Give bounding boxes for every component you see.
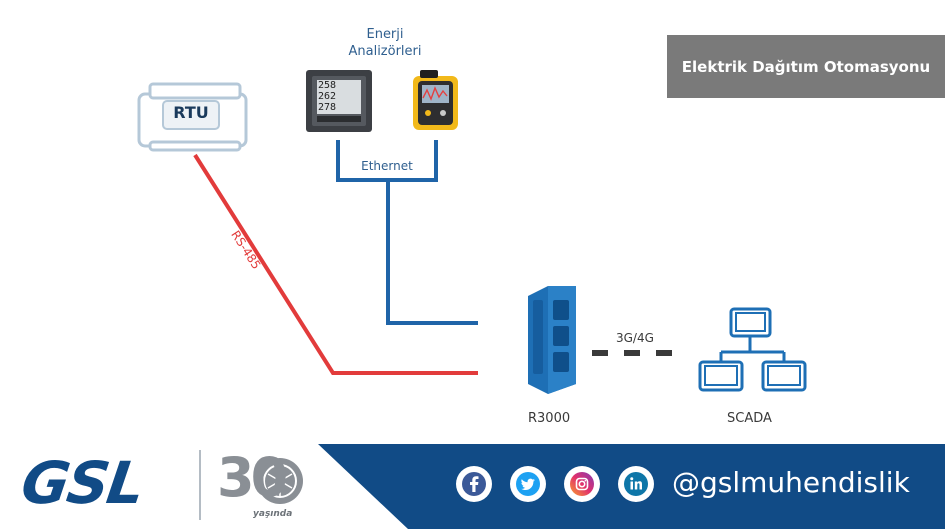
router-r3000 (528, 286, 576, 394)
anniversary-emblem (257, 458, 303, 504)
instagram-icon[interactable] (564, 466, 600, 502)
router-label: R3000 (528, 411, 571, 426)
meter-reading-3: 278 (318, 102, 337, 113)
analyzers-label-line1: Enerji (366, 27, 404, 42)
twitter-icon[interactable] (510, 466, 546, 502)
social-icons (456, 466, 654, 502)
rs485-line (193, 153, 478, 375)
page-title: Elektrik Dağıtım Otomasyonu (667, 35, 945, 98)
handheld-analyzer-device (413, 70, 458, 130)
rtu-label: RTU (173, 103, 209, 122)
ethernet-line-main (386, 180, 478, 325)
social-handle[interactable]: @gslmuhendislik (672, 466, 910, 499)
network-diagram (137, 70, 807, 394)
rtu-device (137, 82, 248, 152)
scada-label: SCADA (727, 411, 772, 426)
meter-reading-1: 258 (318, 80, 337, 91)
page-title-text: Elektrik Dağıtım Otomasyonu (681, 57, 931, 76)
cellular-label: 3G/4G (616, 331, 654, 345)
anniversary-caption: yaşında (253, 509, 293, 519)
anniversary-number: 30 (217, 446, 288, 510)
facebook-icon[interactable] (456, 466, 492, 502)
analyzers-label: Enerji Analizörleri (330, 26, 440, 60)
ethernet-label: Ethernet (361, 159, 413, 173)
meter-reading-2: 262 (318, 91, 337, 102)
anniversary-number-text: 30 (217, 446, 288, 509)
analyzers-label-line2: Analizörleri (348, 44, 422, 59)
linkedin-icon[interactable] (618, 466, 654, 502)
gsl-logo: GSL (17, 449, 148, 517)
panel-meter-device (306, 70, 372, 132)
scada-network-icon (698, 307, 807, 392)
